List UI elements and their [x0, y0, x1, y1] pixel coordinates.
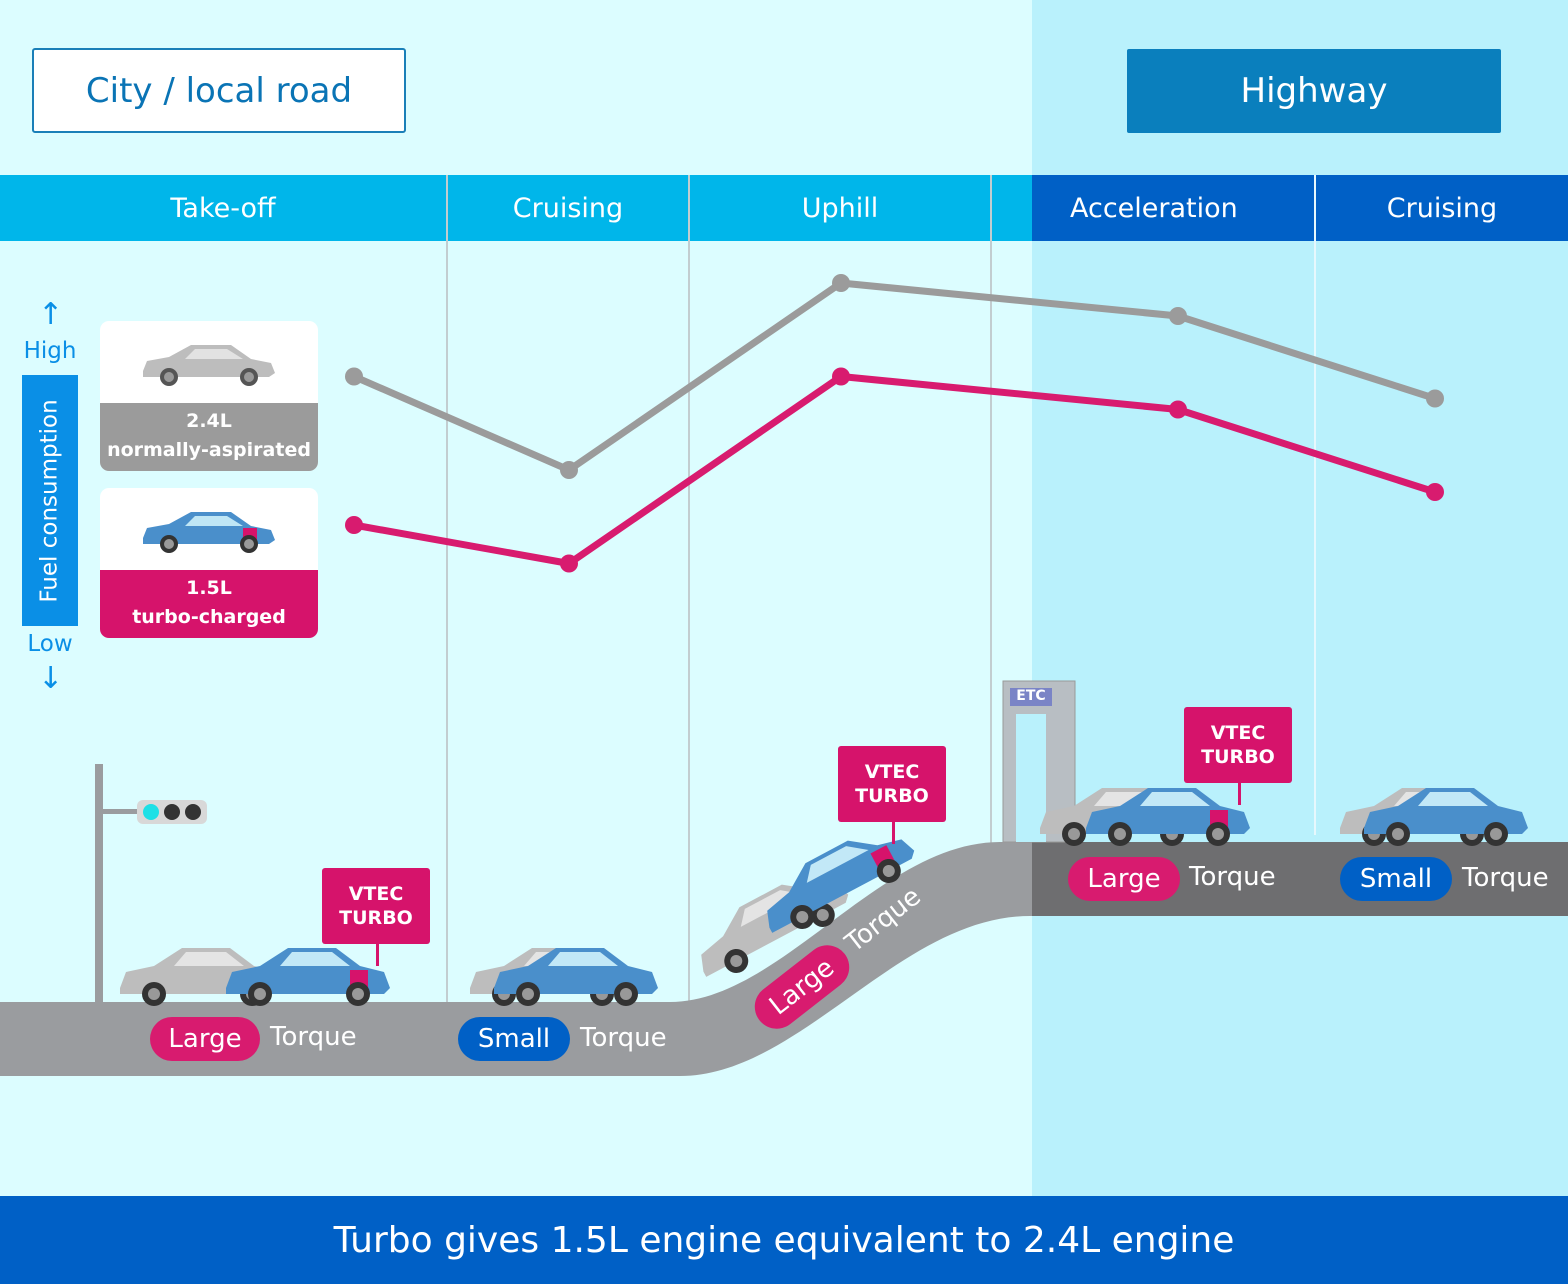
torque-label: Torque [270, 1022, 357, 1052]
legend-na: 2.4L normally-aspirated [100, 321, 318, 471]
data-point [832, 274, 850, 292]
zone-label-city: City / local road [32, 48, 406, 133]
vtec-line2: TURBO [339, 907, 413, 929]
data-point [1169, 400, 1187, 419]
car-blue-icon [1364, 788, 1528, 846]
data-point [1169, 307, 1187, 325]
axis-low-label: Low [27, 631, 73, 657]
phase-cruising-city: Cruising [448, 175, 688, 241]
data-point [832, 367, 850, 386]
torque-size-pill: Large [150, 1017, 260, 1061]
vtec-line2: TURBO [1201, 746, 1275, 768]
data-point [560, 461, 578, 479]
data-point [1426, 389, 1444, 408]
phase-divider [990, 175, 992, 855]
footer-summary: Turbo gives 1.5L engine equivalent to 2.… [0, 1196, 1568, 1284]
series-line-1 [353, 372, 1437, 568]
car-blue-icon [494, 948, 658, 1006]
legend-na-line2: normally-aspirated [107, 439, 311, 461]
arrow-down-icon: ↓ [38, 661, 64, 696]
phase-acceleration: Acceleration [1032, 175, 1314, 241]
data-point [345, 367, 363, 386]
zone-label-highway: Highway [1127, 49, 1501, 133]
car-blue-icon [226, 948, 390, 1006]
phase-transition [992, 175, 1032, 241]
phase-divider [688, 175, 690, 1003]
torque-label: Torque [1462, 863, 1549, 893]
axis-title: Fuel consumption [22, 375, 78, 626]
phase-uphill: Uphill [690, 175, 990, 241]
phase-divider [1314, 175, 1316, 835]
data-point [345, 516, 363, 534]
torque-size-pill: Small [458, 1017, 570, 1061]
fuel-chart [345, 274, 1444, 573]
car-blue-icon [767, 839, 915, 933]
data-point [560, 554, 578, 573]
vtec-line2: TURBO [855, 785, 929, 807]
car-blue-icon [1086, 788, 1250, 846]
vtec-line1: VTEC [1210, 722, 1266, 744]
legend-turbo-line2: turbo-charged [132, 606, 286, 628]
torque-size-pill: Small [1340, 857, 1452, 901]
axis-high-label: High [23, 338, 77, 364]
phase-cruising-highway: Cruising [1316, 175, 1568, 241]
cars-group [120, 788, 1528, 1006]
torque-size-pill: Large [1068, 857, 1180, 901]
data-point [1426, 483, 1444, 501]
traffic-light-icon [95, 764, 207, 1002]
phase-divider [446, 175, 448, 1003]
torque-label: Torque [1189, 862, 1276, 892]
legend-na-line1: 2.4L [186, 410, 232, 432]
etc-sign-label: ETC [1016, 688, 1046, 704]
phase-take-off: Take-off [0, 175, 446, 241]
car-gray-icon [100, 321, 318, 403]
torque-label: Torque [580, 1023, 667, 1053]
road [0, 842, 1568, 1076]
vtec-line1: VTEC [864, 761, 920, 783]
legend-turbo: 1.5L turbo-charged [100, 488, 318, 638]
arrow-up-icon: ↑ [38, 297, 64, 332]
vtec-line1: VTEC [348, 883, 404, 905]
legend-turbo-line1: 1.5L [186, 577, 232, 599]
car-blue-icon [100, 488, 318, 570]
